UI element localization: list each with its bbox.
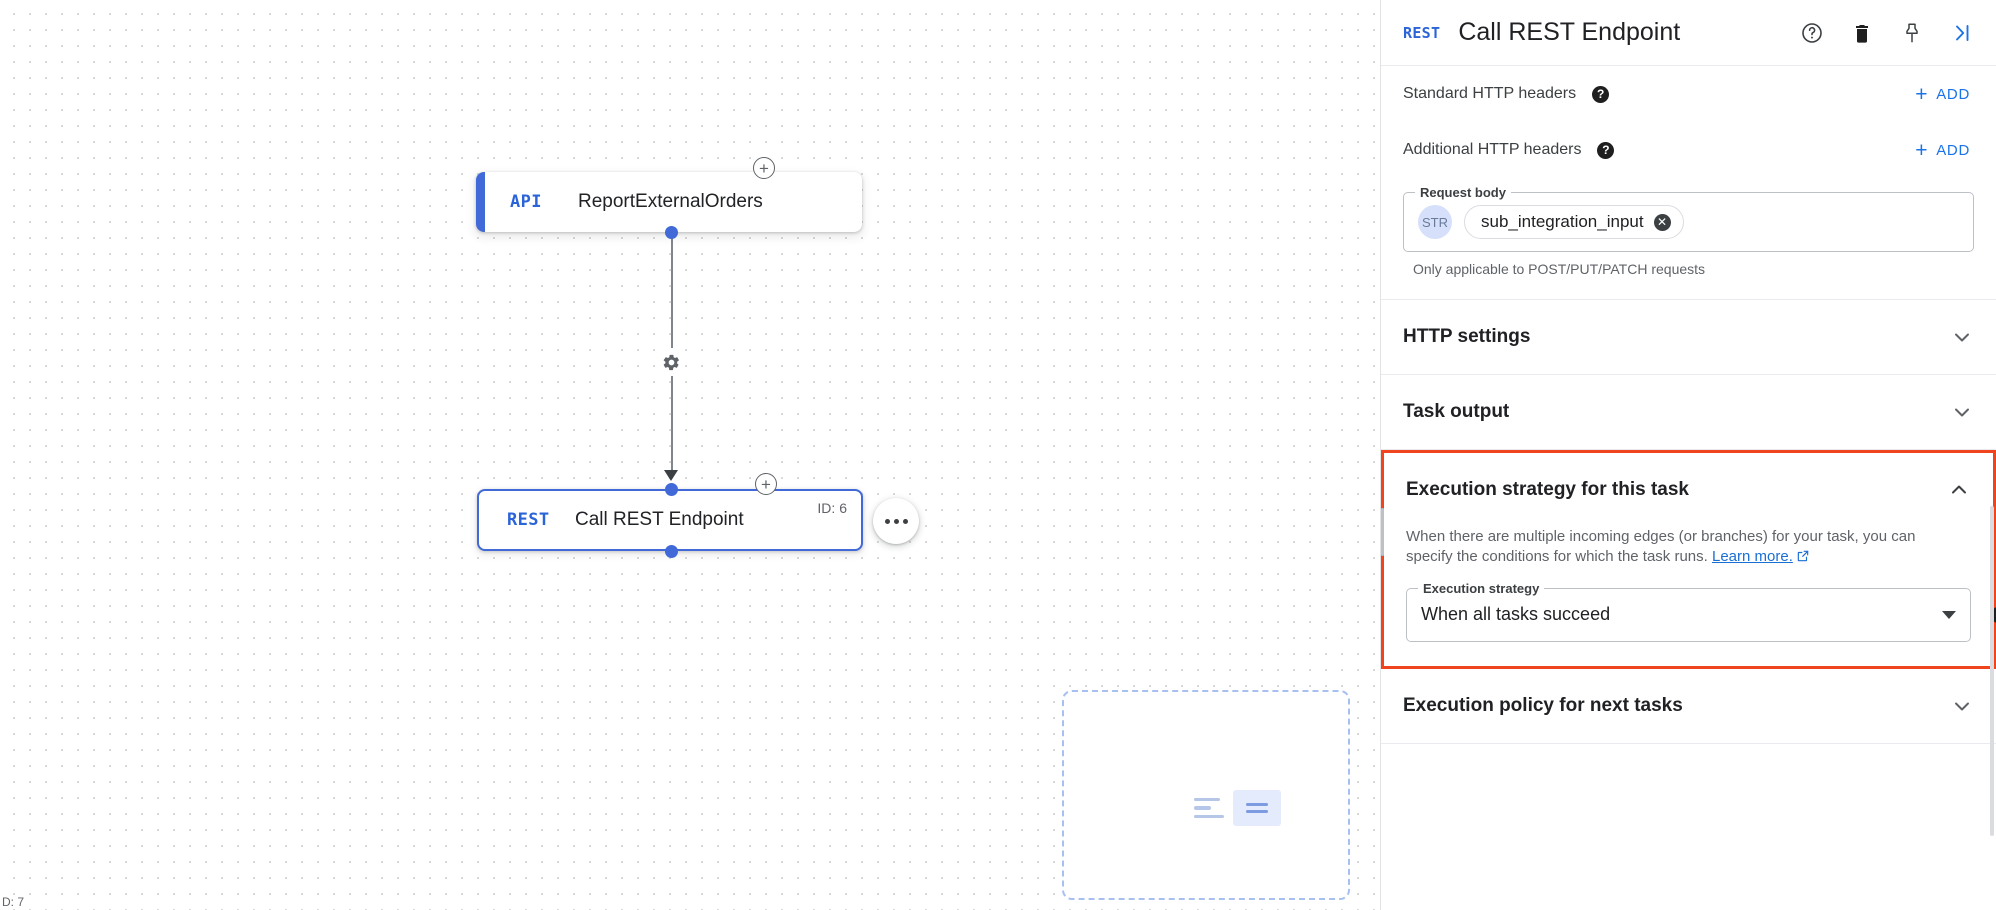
standard-http-headers-label: Standard HTTP headers — [1403, 85, 1577, 102]
section-header-http-settings[interactable]: HTTP settings — [1381, 300, 1996, 374]
empty-state-icon — [1194, 790, 1281, 826]
more-options-dot — [893, 518, 899, 524]
standard-http-headers-row: Standard HTTP headers ? + ADD — [1381, 66, 1996, 122]
chevron-down-icon[interactable] — [1950, 694, 1974, 718]
chevron-down-icon[interactable] — [1950, 325, 1974, 349]
chevron-up-icon[interactable] — [1947, 478, 1971, 502]
node-title: ReportExternalOrders — [578, 191, 763, 212]
plus-icon: + — [1915, 138, 1929, 162]
add-standard-header-button[interactable]: + ADD — [1911, 78, 1974, 111]
chevron-down-icon[interactable] — [1950, 400, 1974, 424]
node-type-badge: REST — [507, 510, 550, 530]
add-additional-header-label: ADD — [1936, 141, 1970, 159]
additional-http-headers-label: Additional HTTP headers — [1403, 141, 1582, 158]
node-port-api-bottom[interactable] — [665, 226, 678, 239]
section-header-execution-strategy[interactable]: Execution strategy for this task — [1384, 453, 1993, 527]
add-node-button-api[interactable]: + — [753, 157, 775, 179]
panel-scroll-marker — [1381, 508, 1384, 556]
request-body-field[interactable]: Request body STR sub_integration_input ✕ — [1403, 185, 1974, 252]
empty-state-card-icon — [1233, 790, 1281, 826]
variable-type-badge: STR — [1418, 205, 1452, 239]
add-additional-header-button[interactable]: + ADD — [1911, 134, 1974, 167]
plus-icon: + — [1915, 82, 1929, 106]
execution-strategy-description: When there are multiple incoming edges (… — [1406, 527, 1926, 570]
delete-icon[interactable] — [1850, 21, 1874, 45]
divider — [1381, 299, 1996, 300]
execution-strategy-select[interactable]: Execution strategy When all tasks succee… — [1406, 580, 1996, 642]
canvas-drop-panel[interactable] — [1062, 690, 1350, 900]
panel-header-badge: REST — [1403, 23, 1441, 42]
external-link-icon[interactable] — [1796, 549, 1810, 569]
edge-arrowhead-icon — [664, 470, 678, 481]
node-port-rest-top[interactable] — [665, 483, 678, 496]
additional-http-headers-row: Additional HTTP headers ? + ADD — [1381, 122, 1996, 178]
collapse-panel-icon[interactable] — [1950, 21, 1974, 45]
help-icon[interactable]: ? — [1592, 85, 1610, 103]
section-title: HTTP settings — [1403, 326, 1531, 347]
section-header-execution-policy[interactable]: Execution policy for next tasks — [1381, 669, 1996, 743]
pin-icon[interactable] — [1900, 21, 1924, 45]
chevron-down-icon[interactable] — [1942, 610, 1956, 619]
more-options-dot — [902, 518, 908, 524]
section-http-settings: HTTP settings — [1381, 300, 1996, 375]
more-options-dot — [884, 518, 890, 524]
panel-header: REST Call REST Endpoint — [1381, 0, 1996, 66]
node-overflow-menu-button[interactable] — [873, 498, 919, 544]
panel-header-actions — [1800, 21, 1974, 45]
node-type-badge: API — [510, 192, 542, 212]
section-execution-policy: Execution policy for next tasks — [1381, 669, 1996, 744]
node-title: Call REST Endpoint — [575, 509, 744, 530]
learn-more-link[interactable]: Learn more. — [1712, 548, 1793, 566]
panel-body: Standard HTTP headers ? + ADD Additional… — [1381, 66, 1996, 910]
node-id-label: ID: 6 — [817, 500, 847, 516]
panel-scroll-area[interactable]: Standard HTTP headers ? + ADD Additional… — [1381, 66, 1996, 910]
execution-strategy-value: When all tasks succeed — [1421, 604, 1611, 624]
section-body-execution-strategy: When there are multiple incoming edges (… — [1384, 527, 1996, 666]
execution-strategy-legend: Execution strategy — [1418, 580, 1545, 596]
panel-scrollbar-thumb[interactable] — [1990, 506, 1994, 836]
add-standard-header-label: ADD — [1936, 85, 1970, 103]
task-config-panel: REST Call REST Endpoint — [1380, 0, 1996, 910]
workflow-node-api[interactable]: API ReportExternalOrders — [476, 172, 862, 232]
empty-state-lines-icon — [1194, 797, 1224, 819]
request-body-variable-chip[interactable]: sub_integration_input ✕ — [1464, 205, 1684, 239]
request-body-legend: Request body — [1415, 185, 1511, 200]
section-title: Execution policy for next tasks — [1403, 694, 1683, 716]
request-body-hint: Only applicable to POST/PUT/PATCH reques… — [1413, 261, 1706, 277]
close-icon[interactable]: ✕ — [1653, 213, 1671, 231]
workflow-node-rest[interactable]: REST Call REST Endpoint ID: 6 — [477, 489, 863, 551]
node-port-rest-bottom[interactable] — [665, 545, 678, 558]
canvas-footnote: D: 7 — [2, 895, 25, 909]
workflow-canvas[interactable]: API ReportExternalOrders + REST Call RES… — [0, 0, 1380, 910]
node-accent-bar — [476, 172, 485, 232]
page-title: Call REST Endpoint — [1458, 18, 1681, 46]
section-title: Task output — [1403, 401, 1510, 422]
section-title: Execution strategy for this task — [1406, 479, 1689, 500]
request-body-variable-label: sub_integration_input — [1481, 212, 1644, 231]
section-task-output: Task output — [1381, 375, 1996, 450]
help-icon[interactable] — [1800, 21, 1824, 45]
help-icon[interactable]: ? — [1597, 141, 1615, 159]
section-header-task-output[interactable]: Task output — [1381, 375, 1996, 449]
section-execution-strategy: Execution strategy for this task When th… — [1381, 450, 1996, 669]
edge-settings-gear-icon[interactable] — [657, 348, 685, 376]
execution-strategy-description-text: When there are multiple incoming edges (… — [1406, 528, 1916, 566]
add-node-button-rest[interactable]: + — [755, 473, 777, 495]
